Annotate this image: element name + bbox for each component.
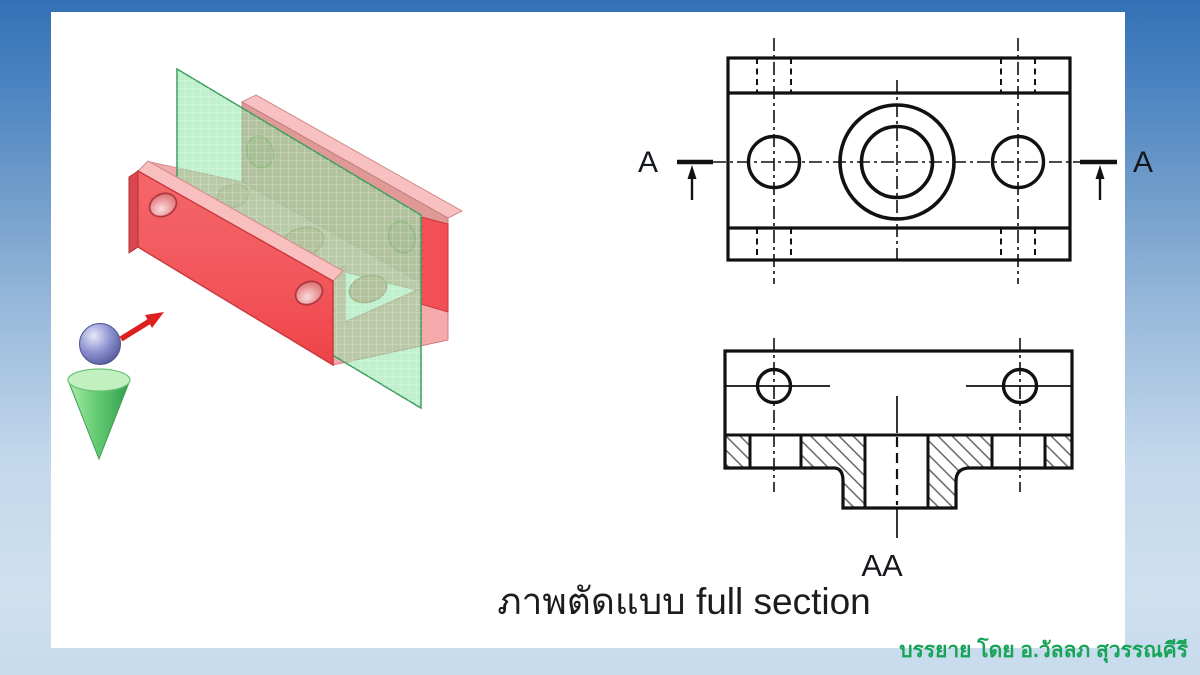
section-line-AA: A A: [638, 146, 1153, 200]
cutting-plane-grid: [177, 69, 421, 408]
front-face-hole: [294, 280, 324, 306]
pictorial-3d: [67, 67, 464, 461]
front-wall-left-end-face: [128, 170, 139, 254]
section-label-right: A: [1133, 146, 1153, 179]
observer-symbol: [67, 312, 164, 461]
front-face-hole: [148, 192, 178, 218]
view-direction-arrow-icon: [119, 312, 164, 342]
top-view-centerlines: [713, 38, 1080, 284]
section-centerlines: [773, 338, 1021, 492]
front-face: [137, 169, 334, 367]
section-outline: [723, 349, 1074, 510]
section-view: AA: [723, 338, 1074, 583]
section-arrow-left: [687, 165, 697, 200]
top-view-outline: [726, 56, 1072, 262]
top-view-hidden-lines: [756, 58, 1036, 260]
u-block-front: [128, 160, 344, 367]
back-wall-outer-right-face: [420, 216, 449, 313]
viewing-cone-icon: [67, 379, 131, 461]
top-view: A A: [638, 38, 1153, 284]
section-view-label: AA: [861, 548, 903, 583]
viewing-cone-base: [67, 368, 131, 392]
section-arrow-right: [1095, 165, 1105, 200]
section-internal-edges: [725, 433, 1072, 508]
lecturer-credit: บรรยาย โดย อ.วัลลภ สุวรรณคีรี: [899, 639, 1188, 662]
section-label-left: A: [638, 146, 658, 179]
viewing-sphere-icon: [79, 323, 121, 365]
section-hatching: [725, 435, 1072, 508]
section-thin-lines: [725, 385, 1072, 538]
slide-caption: ภาพตัดแบบ full section: [497, 581, 871, 622]
